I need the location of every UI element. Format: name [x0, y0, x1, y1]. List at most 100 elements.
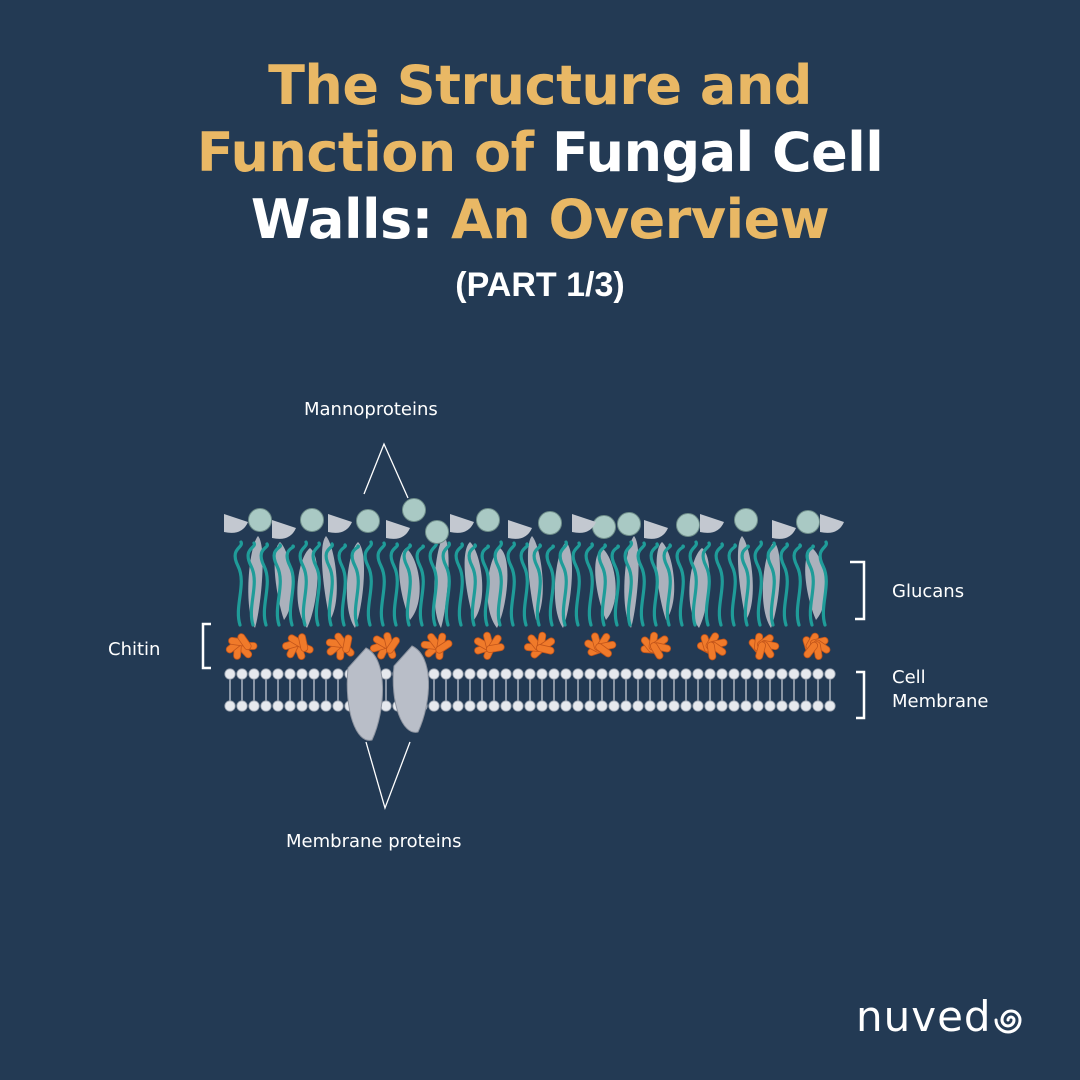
- mannoprotein-layer: [224, 498, 844, 544]
- lipid-head: [488, 700, 500, 712]
- lipid-head: [632, 700, 644, 712]
- title-line-2-white: Fungal Cell: [551, 121, 884, 184]
- label-cell-membrane-line1: Cell: [892, 667, 926, 688]
- chitin-bracket: [201, 622, 211, 670]
- chitin-fiber: [595, 643, 612, 658]
- label-cell-membrane-line2: Membrane: [892, 691, 989, 712]
- lipid-head: [824, 668, 836, 680]
- lipid-head: [620, 700, 632, 712]
- label-leaders: [363, 442, 411, 811]
- lipid-head: [452, 668, 464, 680]
- lipid-head: [284, 700, 296, 712]
- lipid-head: [560, 668, 572, 680]
- lipid-head: [476, 668, 488, 680]
- lipid-head: [608, 668, 620, 680]
- membrane-bracket: [856, 670, 866, 720]
- glucan-strand: [545, 544, 555, 627]
- lipid-head: [224, 668, 236, 680]
- membrane-protein: [392, 645, 430, 733]
- lipid-head: [668, 700, 680, 712]
- glucan-strand: [441, 541, 451, 627]
- glycoprotein-shape: [346, 542, 365, 628]
- chitin-fiber: [298, 633, 309, 652]
- lipid-head: [632, 668, 644, 680]
- lipid-head: [716, 700, 728, 712]
- glucan-strand: [740, 544, 750, 627]
- glucan-strand: [805, 544, 815, 627]
- lipid-head: [788, 700, 800, 712]
- lipid-head: [656, 668, 668, 680]
- lipid-head: [512, 700, 524, 712]
- lipid-head: [500, 700, 512, 712]
- mannoprotein-head: [425, 520, 449, 544]
- glucan-strand: [376, 541, 386, 627]
- mannoprotein-wedge: [328, 514, 352, 533]
- lipid-head: [620, 668, 632, 680]
- mannoprotein-head: [356, 509, 380, 533]
- mannoprotein-head: [734, 508, 758, 532]
- label-membrane-proteins: Membrane proteins: [286, 831, 462, 852]
- title-line-1: The Structure and: [268, 54, 812, 117]
- lipid-head: [464, 668, 476, 680]
- lipid-head: [668, 668, 680, 680]
- lipid-head: [452, 700, 464, 712]
- lipid-head: [584, 668, 596, 680]
- lipid-head: [740, 668, 752, 680]
- glucan-strand: [701, 541, 711, 627]
- lipid-head: [548, 668, 560, 680]
- lipid-head: [812, 700, 824, 712]
- lipid-head: [284, 668, 296, 680]
- glucan-strand: [402, 543, 412, 627]
- glucan-strand: [714, 542, 724, 627]
- mannoprotein-head: [300, 508, 324, 532]
- glucan-strand: [337, 543, 347, 627]
- lipid-head: [272, 700, 284, 712]
- mannoprotein-wedge: [572, 514, 596, 533]
- mannoprotein-head: [676, 513, 700, 537]
- mannoprotein-wedge: [700, 514, 724, 533]
- glucan-strand: [779, 542, 789, 627]
- lipid-head: [824, 700, 836, 712]
- glucan-strand: [688, 540, 698, 627]
- glucan-strand: [792, 543, 802, 627]
- glucan-strand: [818, 540, 828, 627]
- chitin-fiber: [486, 643, 505, 653]
- title-line-2-accent: Function of: [196, 121, 534, 184]
- lipid-head: [800, 668, 812, 680]
- lipid-head: [440, 700, 452, 712]
- lipid-head: [248, 668, 260, 680]
- lipid-head: [752, 668, 764, 680]
- label-glucans: Glucans: [892, 581, 965, 602]
- lipid-head: [536, 700, 548, 712]
- glucan-strand: [272, 543, 282, 627]
- lipid-head: [500, 668, 512, 680]
- glucan-strand: [259, 542, 269, 627]
- glucan-strand: [519, 542, 529, 627]
- glucan-strand: [428, 540, 438, 627]
- mannoprotein-wedge: [272, 520, 296, 539]
- chitin-fiber: [237, 633, 252, 651]
- lipid-head: [596, 668, 608, 680]
- lipid-head: [320, 668, 332, 680]
- glucan-strand: [246, 541, 256, 627]
- lipid-head: [536, 668, 548, 680]
- lipid-head: [584, 700, 596, 712]
- lipid-head: [236, 700, 248, 712]
- chitin-fiber: [435, 639, 453, 654]
- glucans-bracket: [850, 560, 866, 621]
- lipid-head: [236, 668, 248, 680]
- glucan-strand: [623, 540, 633, 627]
- lipid-head: [692, 700, 704, 712]
- glucan-strand: [597, 543, 607, 627]
- mannoprotein-wedge: [644, 520, 668, 539]
- brand-logo: nuved: [856, 992, 1028, 1042]
- membrane-protein: [346, 647, 384, 741]
- lipid-head: [704, 700, 716, 712]
- glucan-strand: [571, 541, 581, 627]
- lipid-head: [476, 700, 488, 712]
- chitin-fiber: [803, 641, 819, 659]
- mannoprotein-wedge: [508, 520, 532, 539]
- title-line-3-white: Walls:: [250, 188, 433, 251]
- lipid-head: [680, 668, 692, 680]
- glucan-strand: [506, 541, 516, 627]
